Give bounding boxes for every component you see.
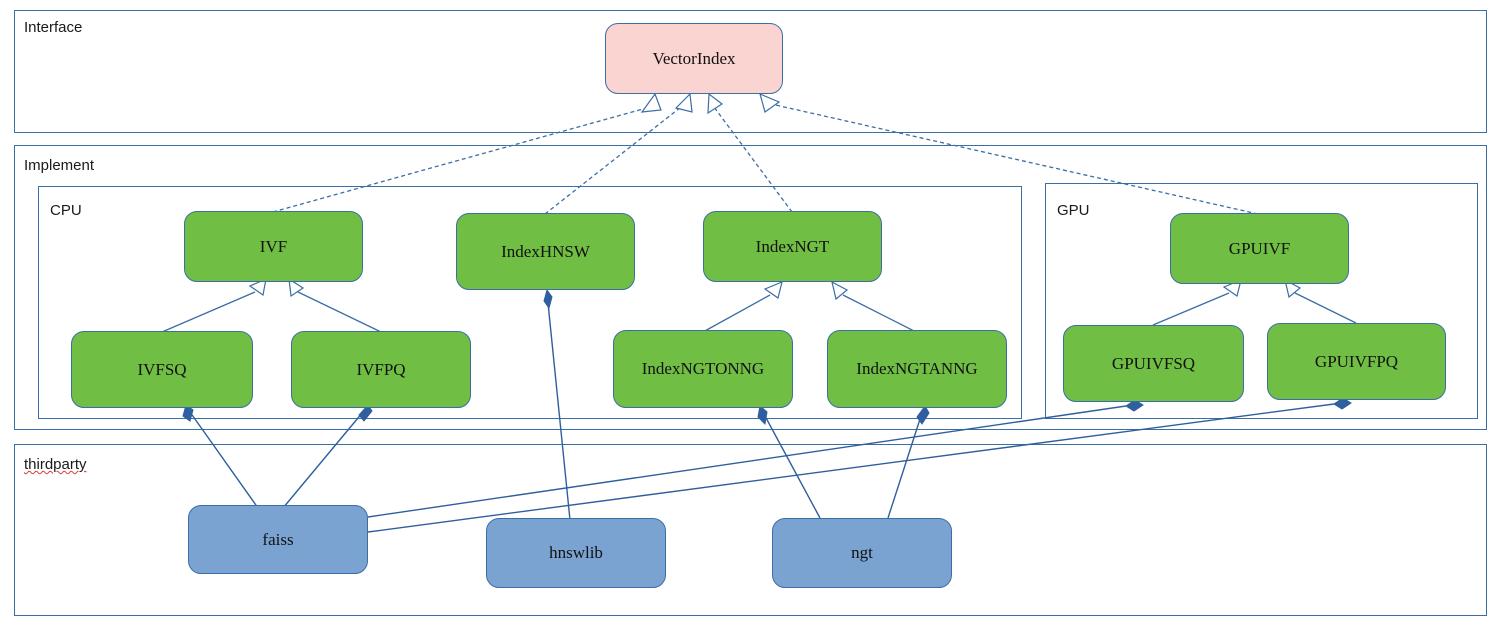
edge-faiss-ivfpq [282, 411, 364, 509]
node-gpuivf[interactable]: GPUIVF [1170, 213, 1349, 284]
edge-ivfpq-ivf [297, 291, 382, 333]
arrowhead-generalization-ivfsq [248, 277, 267, 297]
edge-gpuivfpq-gpuivf [1294, 292, 1357, 324]
group-interface [14, 10, 1487, 133]
edge-gpuivf-vectorindex [770, 103, 1259, 215]
edge-faiss-gpuivfpq [367, 403, 1335, 533]
edge-ivfsq-ivf [161, 291, 256, 333]
node-indexngt[interactable]: IndexNGT [703, 211, 882, 282]
diamond-hnswlib-indexhnsw [543, 288, 553, 310]
edge-ngt-indexngtanng [887, 415, 922, 519]
group-implement-label: Implement [24, 157, 95, 174]
group-gpu-label: GPU [1057, 202, 1090, 219]
node-faiss[interactable]: faiss [188, 505, 368, 574]
edge-indexngtanng-indexngt [842, 294, 917, 333]
arrowhead-generalization-ivfpq [288, 277, 305, 298]
group-thirdparty-label: thirdparty [24, 456, 87, 473]
node-ngt[interactable]: ngt [772, 518, 952, 588]
edge-ngt-indexngtonng [764, 415, 821, 519]
arrowhead-realization-gpuivf [759, 92, 781, 113]
node-ivfpq[interactable]: IVFPQ [291, 331, 471, 408]
node-indexngtonng[interactable]: IndexNGTONNG [613, 330, 793, 408]
edge-faiss-ivfsq [189, 411, 259, 509]
node-gpuivfsq[interactable]: GPUIVFSQ [1063, 325, 1244, 402]
node-hnswlib[interactable]: hnswlib [486, 518, 666, 588]
node-indexngtanng[interactable]: IndexNGTANNG [827, 330, 1007, 408]
diamond-ngt-indexngtonng [757, 405, 768, 426]
diamond-faiss-ivfsq [182, 404, 194, 422]
arrowhead-generalization-indexngtanng [831, 280, 849, 301]
diamond-ngt-indexngtanng [916, 405, 930, 425]
edge-gpuivfsq-gpuivf [1152, 292, 1230, 326]
group-cpu [38, 186, 1022, 419]
node-ivfsq[interactable]: IVFSQ [71, 331, 253, 408]
diamond-faiss-gpuivfpq [1333, 397, 1352, 410]
diamond-faiss-ivfpq [358, 404, 373, 422]
arrowhead-generalization-indexngtonng [763, 280, 783, 299]
node-vectorindex[interactable]: VectorIndex [605, 23, 783, 94]
edge-indexngtonng-indexngt [702, 294, 771, 333]
node-ivf[interactable]: IVF [184, 211, 363, 282]
arrowhead-realization-ivf [640, 92, 662, 113]
edge-indexhnsw-vectorindex [544, 106, 682, 215]
group-cpu-label: CPU [50, 202, 82, 219]
node-gpuivfpq[interactable]: GPUIVFPQ [1267, 323, 1446, 400]
edge-ivf-vectorindex [272, 106, 651, 213]
group-gpu [1045, 183, 1478, 419]
group-interface-label: Interface [24, 19, 83, 36]
arrowhead-realization-indexhnsw [674, 92, 693, 113]
node-indexhnsw[interactable]: IndexHNSW [456, 213, 635, 290]
arrowhead-generalization-gpuivfpq [1284, 278, 1302, 299]
edge-indexngt-vectorindex [713, 106, 793, 213]
group-thirdparty [14, 444, 1487, 616]
edge-hnswlib-indexhnsw [547, 302, 571, 521]
arrowhead-realization-indexngt [707, 92, 724, 115]
group-implement [14, 145, 1487, 430]
edge-faiss-gpuivfsq [367, 405, 1127, 518]
diamond-faiss-gpuivfsq [1125, 399, 1144, 412]
